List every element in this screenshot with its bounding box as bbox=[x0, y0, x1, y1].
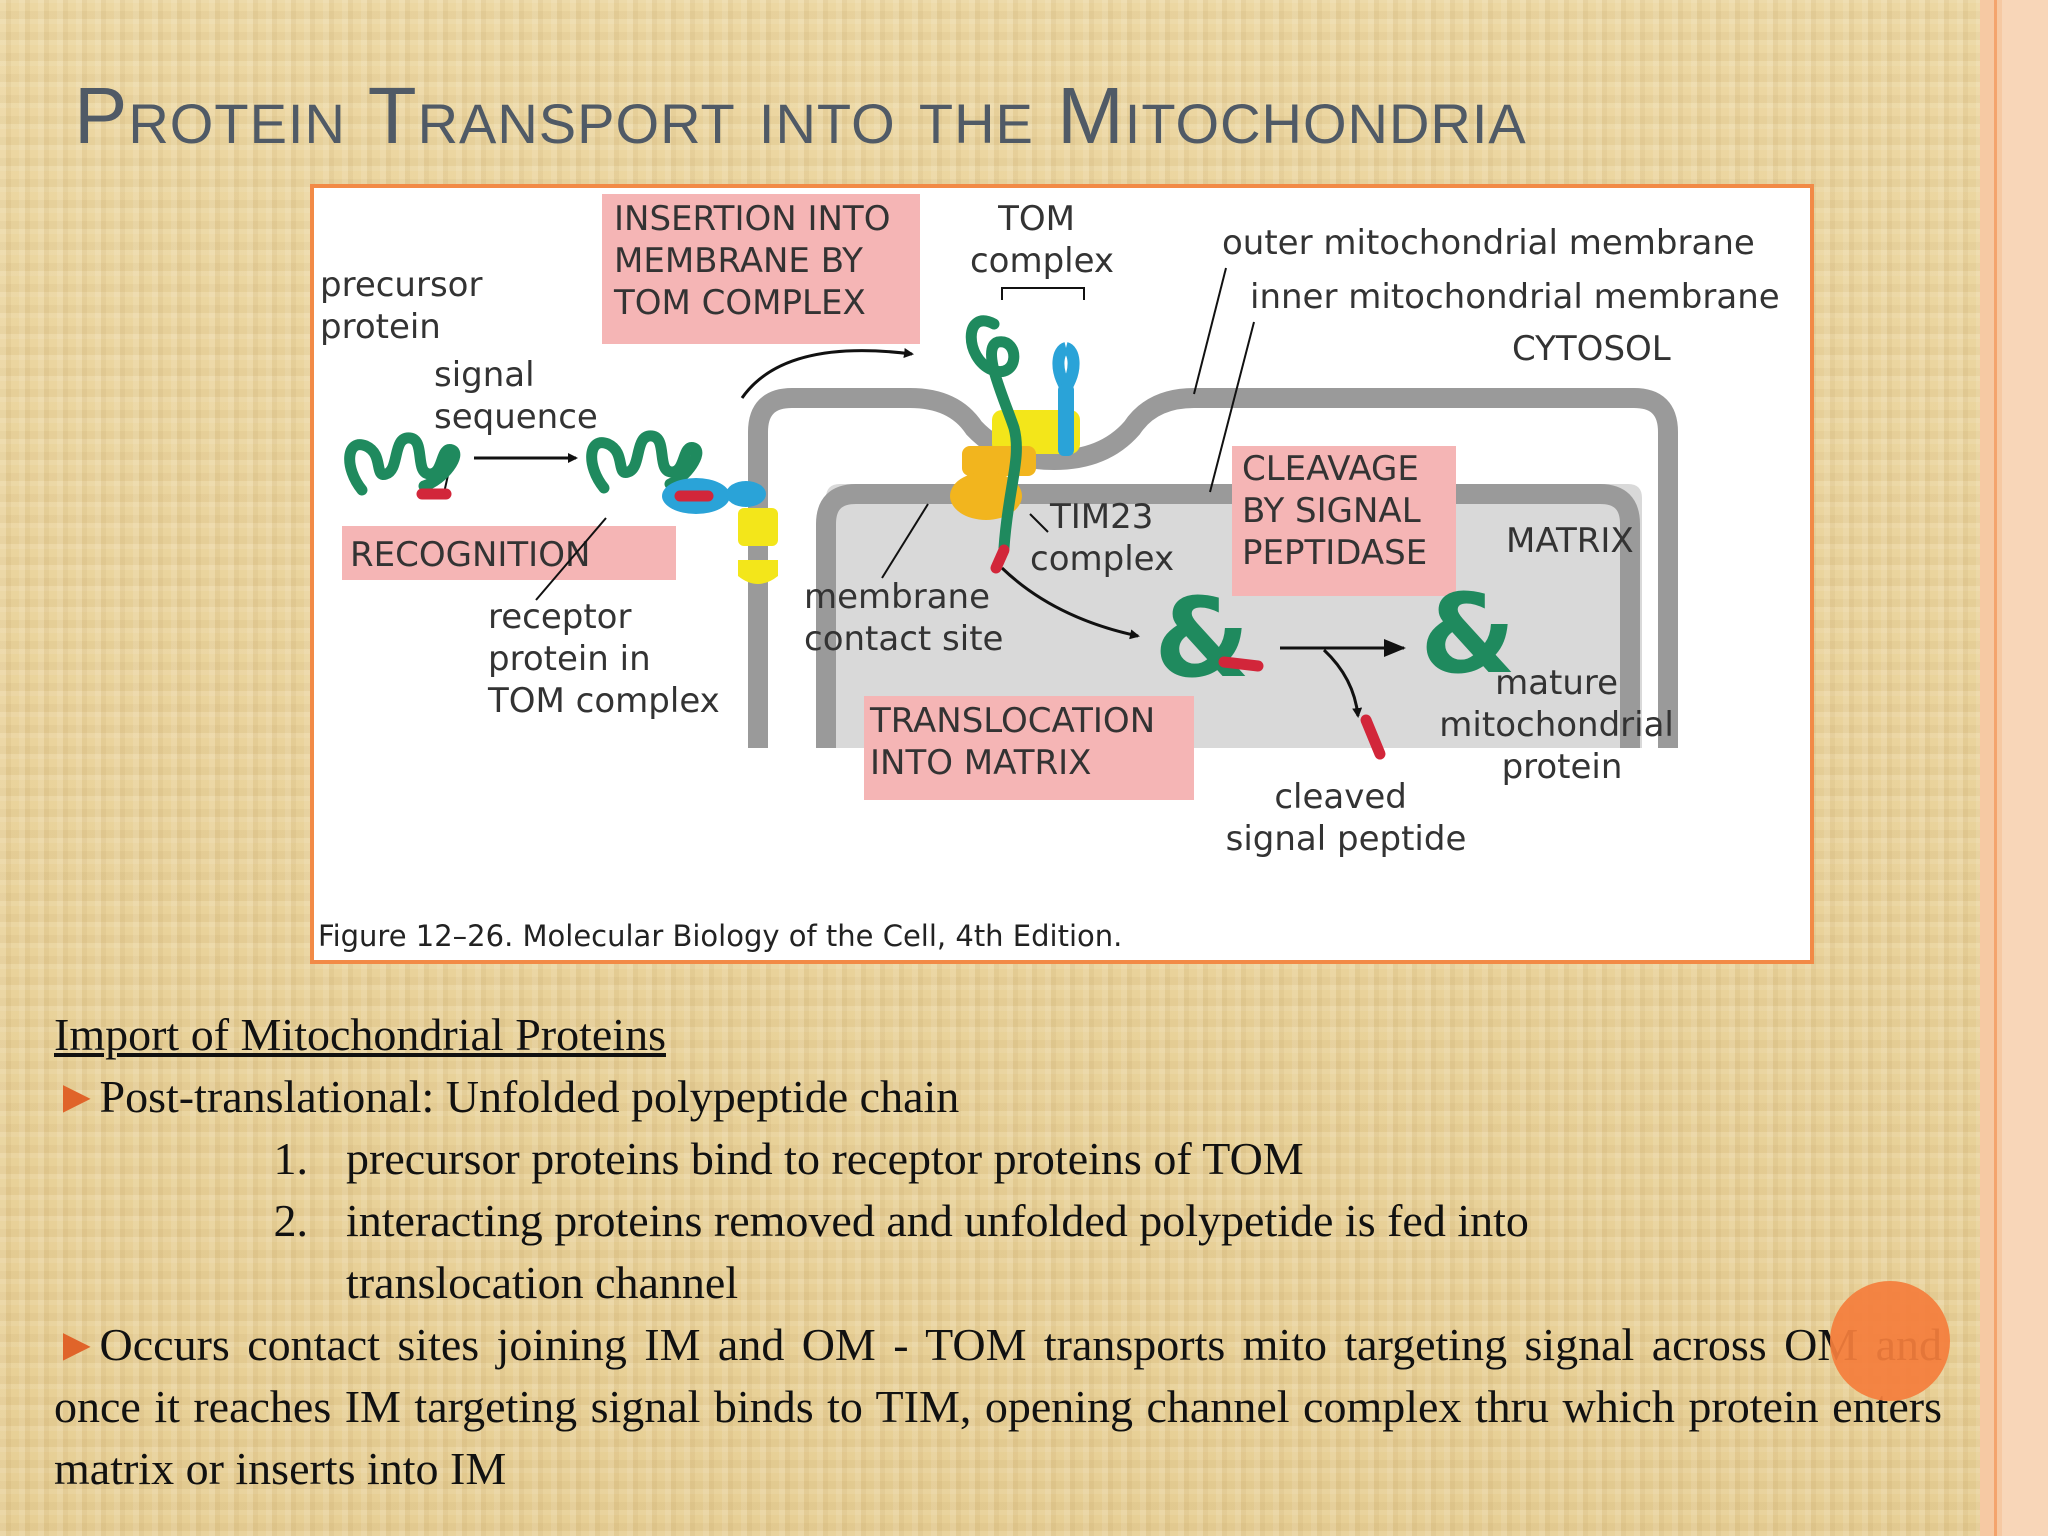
decorative-orange-circle bbox=[1830, 1281, 1950, 1401]
tom-complex-left bbox=[738, 508, 778, 546]
tim23-complex-label: TIM23 complex bbox=[1030, 497, 1174, 579]
precursor-protein-label: precursor protein bbox=[320, 265, 493, 347]
figure-frame: INSERTION INTO MEMBRANE BY TOM COMPLEX R… bbox=[310, 184, 1814, 964]
cytosol-label: CYTOSOL bbox=[1512, 329, 1671, 369]
inner-membrane bbox=[816, 484, 1640, 748]
bound-protein-chain bbox=[586, 430, 703, 494]
receptor-protein-head bbox=[726, 481, 766, 507]
outer-membrane-leader-line bbox=[1193, 267, 1227, 395]
inner-membrane-label: inner mitochondrial membrane bbox=[1250, 277, 1780, 317]
tom-bracket bbox=[1001, 287, 1085, 300]
tom-receptor bbox=[1052, 342, 1080, 392]
bullet-1-text: Post-translational: Unfolded polypeptide… bbox=[99, 1071, 960, 1122]
recognition-box bbox=[342, 526, 676, 580]
translocating-signal bbox=[990, 544, 1010, 574]
receptor-protein-label: receptor protein in TOM complex bbox=[487, 597, 720, 721]
cleavage-box bbox=[1232, 446, 1456, 596]
item-text: interacting proteins removed and unfolde… bbox=[346, 1195, 1529, 1308]
cleaved-signal-peptide bbox=[1360, 714, 1386, 760]
inner-membrane-leader-line bbox=[1209, 321, 1255, 493]
receptor-leader-line bbox=[535, 517, 607, 601]
outer-membrane bbox=[748, 388, 1678, 748]
cleaved-signal-peptide-label: cleaved signal peptide bbox=[1226, 777, 1467, 859]
item-number: 1. bbox=[273, 1133, 309, 1184]
recognition-label: RECOGNITION bbox=[350, 535, 590, 575]
bullet-contact-sites: ►Occurs contact sites joining IM and OM … bbox=[54, 1314, 1942, 1500]
mitochondria-import-diagram: INSERTION INTO MEMBRANE BY TOM COMPLEX R… bbox=[318, 194, 1780, 953]
contact-site-leader-line bbox=[881, 503, 929, 579]
translocating-chain bbox=[965, 315, 1022, 554]
tom-complex-label: TOM complex bbox=[970, 199, 1114, 281]
translocation-arrow bbox=[1000, 566, 1140, 640]
notes-text: Import of Mitochondrial Proteins ►Post-t… bbox=[54, 1004, 1942, 1500]
bullet-post-translational: ►Post-translational: Unfolded polypeptid… bbox=[54, 1066, 1942, 1128]
folded-protein-signal bbox=[1218, 656, 1264, 672]
insertion-box bbox=[602, 194, 920, 344]
cleavage-arrow bbox=[1322, 648, 1363, 718]
precursor-protein-chain bbox=[344, 432, 461, 496]
mature-protein-label: mature mitochondrial protein bbox=[1439, 663, 1684, 787]
membrane-contact-site-label: membrane contact site bbox=[804, 577, 1003, 659]
item-number: 2. bbox=[273, 1195, 309, 1246]
bullet-marker: ► bbox=[54, 1319, 100, 1370]
tom-receptor-stem bbox=[1058, 384, 1074, 456]
slide-title: Protein Transport into the Mitochondria bbox=[74, 71, 1527, 160]
mature-protein: & bbox=[1420, 570, 1516, 698]
numbered-item-1: 1. precursor proteins bind to receptor p… bbox=[54, 1128, 1942, 1190]
outer-membrane-label: outer mitochondrial membrane bbox=[1222, 223, 1755, 263]
translocation-label: TRANSLOCATION INTO MATRIX bbox=[869, 701, 1166, 783]
tim23-leader-line bbox=[1029, 513, 1049, 533]
tim23-complex-upper bbox=[962, 446, 1036, 476]
item-text: precursor proteins bind to receptor prot… bbox=[346, 1133, 1304, 1184]
signal-sequence-label: signal sequence bbox=[434, 355, 598, 437]
slide-right-border bbox=[1980, 0, 2048, 1536]
bullet-2-text: Occurs contact sites joining IM and OM -… bbox=[54, 1319, 1942, 1494]
figure-caption: Figure 12–26. Molecular Biology of the C… bbox=[318, 919, 1122, 953]
notes-heading: Import of Mitochondrial Proteins bbox=[54, 1009, 666, 1060]
tom-complex-left-lower bbox=[738, 560, 778, 584]
folded-protein-with-signal: & bbox=[1154, 574, 1250, 702]
insertion-label: INSERTION INTO MEMBRANE BY TOM COMPLEX bbox=[613, 199, 901, 323]
matrix-label: MATRIX bbox=[1506, 521, 1634, 561]
numbered-item-2: 2. interacting proteins removed and unfo… bbox=[54, 1190, 1942, 1314]
cleavage-label: CLEAVAGE BY SIGNAL PEPTIDASE bbox=[1242, 449, 1431, 573]
bullet-marker: ► bbox=[54, 1071, 100, 1122]
translocation-box bbox=[864, 696, 1194, 800]
insertion-arrow bbox=[740, 348, 914, 399]
